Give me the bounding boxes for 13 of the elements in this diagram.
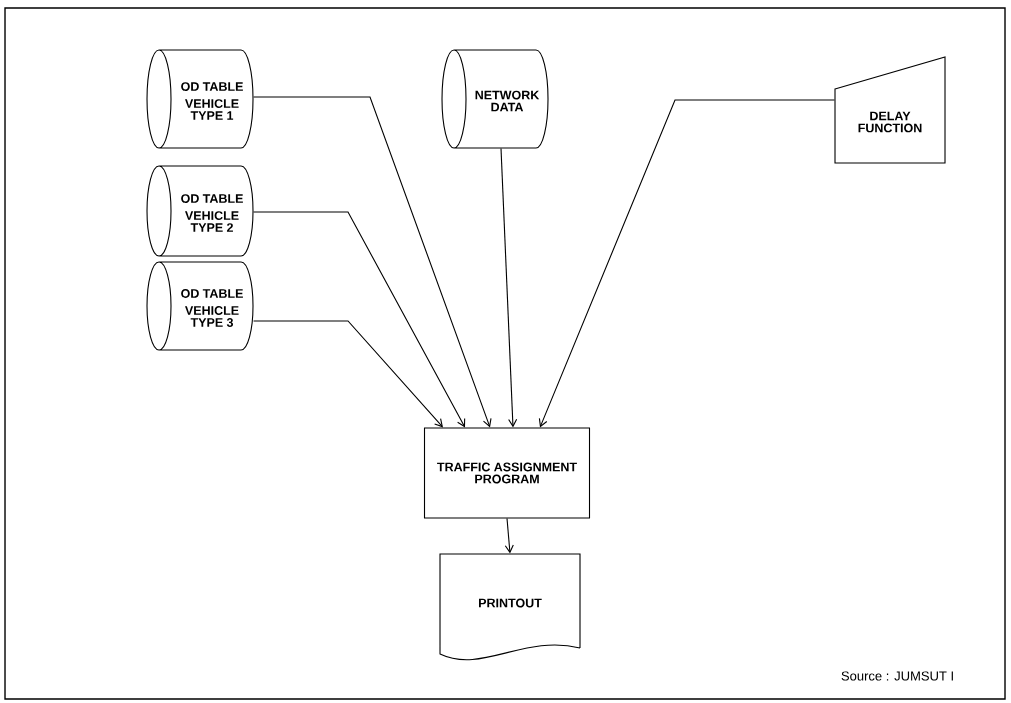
process-box: TRAFFIC ASSIGNMENT PROGRAM <box>423 427 591 519</box>
source-note: Source : JUMSUT I <box>841 671 953 681</box>
arrow <box>500 148 518 428</box>
arrow <box>253 96 492 428</box>
arrow <box>253 320 443 428</box>
arrow <box>538 99 835 428</box>
storage-cylinder: OD TABLE VEHICLE TYPE 3 <box>146 261 254 351</box>
storage-cylinder: NETWORK DATA <box>441 49 549 149</box>
arrow <box>253 211 466 428</box>
arrow <box>504 518 514 554</box>
storage-cylinder: OD TABLE VEHICLE TYPE 1 <box>146 49 254 149</box>
storage-cylinder: OD TABLE VEHICLE TYPE 2 <box>146 165 254 257</box>
document-shape: PRINTOUT <box>439 553 581 661</box>
